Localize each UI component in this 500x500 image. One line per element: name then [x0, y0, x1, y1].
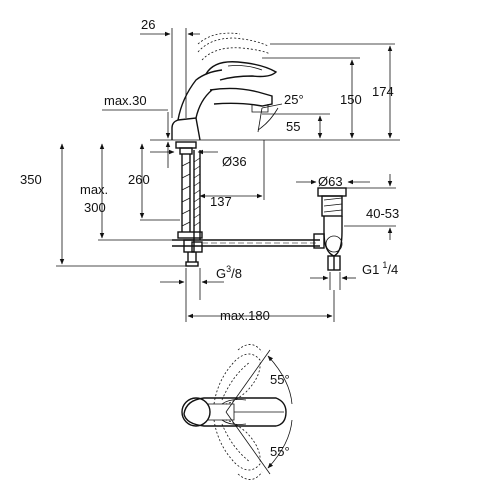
dim-max-300-line2: 300 — [84, 200, 106, 215]
dim-spout-55: 55 — [286, 119, 300, 134]
dim-angle-bottom-55: 55° — [270, 444, 290, 459]
dim-angle-25: 25° — [284, 92, 304, 107]
dimension-lines — [56, 28, 396, 322]
dim-height-150: 150 — [340, 92, 362, 107]
dim-angle-top-55: 55° — [270, 372, 290, 387]
dim-length-137: 137 — [210, 194, 232, 209]
dim-max-300-line1: max. — [80, 182, 108, 197]
dimension-labels: 26 150 174 max.30 25° 55 Ø36 350 max. 30… — [20, 17, 399, 459]
drain-assembly — [313, 187, 347, 271]
handle-top-view — [181, 344, 293, 480]
dim-thread-g38: G3/8 — [216, 264, 242, 281]
dim-max-30: max.30 — [104, 93, 147, 108]
supply-assembly — [172, 141, 320, 267]
dim-total-350: 350 — [20, 172, 42, 187]
dim-max-180: max.180 — [220, 308, 270, 323]
dim-length-260: 260 — [128, 172, 150, 187]
dim-diameter-36: Ø36 — [222, 154, 247, 169]
faucet-side-view — [171, 32, 283, 141]
dim-height-174: 174 — [372, 84, 394, 99]
dim-range-40-53: 40-53 — [366, 206, 399, 221]
dim-diameter-63: Ø63 — [318, 174, 343, 189]
dim-spout-offset: 26 — [141, 17, 155, 32]
